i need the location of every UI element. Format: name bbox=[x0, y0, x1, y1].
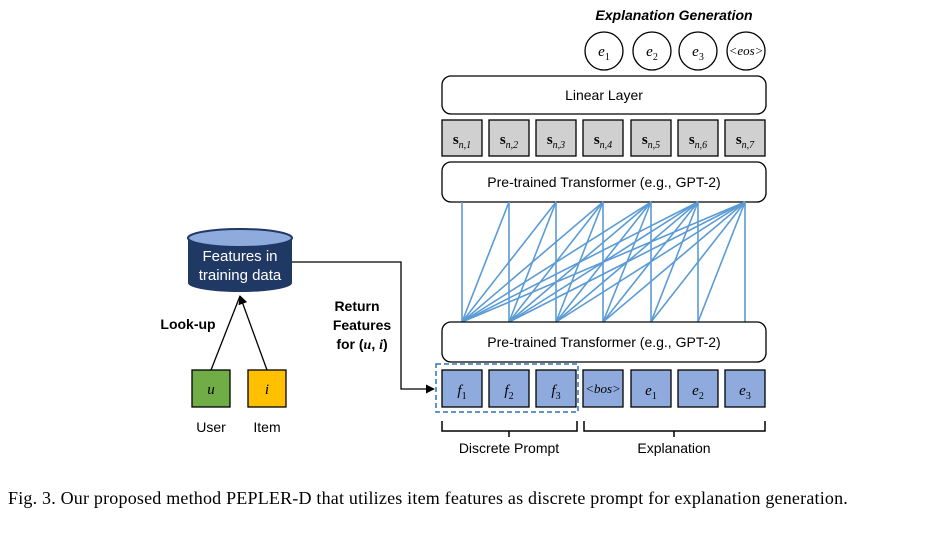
svg-text:Features in: Features in bbox=[202, 248, 277, 265]
svg-text:<bos>: <bos> bbox=[585, 381, 621, 396]
input-feature-token: f3 bbox=[535, 369, 577, 408]
attention-line bbox=[461, 201, 604, 323]
svg-text:f3: f3 bbox=[551, 383, 560, 402]
attention-line bbox=[602, 201, 746, 323]
attention-connections bbox=[461, 201, 746, 323]
input-explanation-token: e2 bbox=[677, 369, 719, 408]
svg-text:sn,1: sn,1 bbox=[453, 132, 471, 151]
hidden-state: sn,7 bbox=[724, 119, 766, 157]
svg-text:Return: Return bbox=[334, 298, 379, 314]
attention-line bbox=[461, 201, 746, 323]
output-tokens: e1 e2 e3 <eos> bbox=[584, 31, 766, 71]
feature-database: Features in training data bbox=[187, 228, 293, 292]
svg-text:Features: Features bbox=[333, 317, 392, 333]
user-label: User bbox=[196, 419, 226, 435]
linear-layer: Linear Layer bbox=[441, 75, 767, 115]
output-token-eos: <eos> bbox=[726, 31, 766, 71]
input-feature-token: f1 bbox=[441, 369, 483, 408]
lookup-label: Look-up bbox=[160, 316, 215, 332]
attention-line bbox=[461, 201, 699, 323]
attention-line bbox=[461, 201, 557, 323]
item-box: i bbox=[247, 369, 287, 408]
discrete-prompt-bracket bbox=[441, 421, 578, 437]
svg-text:sn,2: sn,2 bbox=[500, 132, 518, 151]
hidden-state: sn,1 bbox=[441, 119, 483, 157]
attention-line bbox=[508, 201, 746, 323]
svg-text:i: i bbox=[265, 382, 269, 398]
svg-text:e2: e2 bbox=[692, 383, 704, 402]
input-tokens: f1 f2 f3 <bos> e1 e2 e3 bbox=[441, 369, 766, 408]
svg-text:Linear Layer: Linear Layer bbox=[565, 87, 643, 103]
explanation-label: Explanation bbox=[637, 440, 710, 456]
svg-text:sn,6: sn,6 bbox=[689, 132, 707, 151]
return-features-arrow bbox=[292, 261, 435, 394]
input-explanation-token: e1 bbox=[630, 369, 672, 408]
svg-text:sn,3: sn,3 bbox=[547, 132, 565, 151]
discrete-prompt-frame bbox=[435, 363, 579, 413]
discrete-prompt-label: Discrete Prompt bbox=[459, 440, 559, 456]
svg-text:sn,7: sn,7 bbox=[736, 132, 755, 151]
explanation-generation-title: Explanation Generation bbox=[595, 7, 752, 23]
svg-text:sn,5: sn,5 bbox=[642, 132, 660, 151]
attention-line bbox=[555, 201, 746, 323]
svg-text:f2: f2 bbox=[504, 383, 513, 402]
hidden-state: sn,5 bbox=[630, 119, 672, 157]
transformer-top: Pre-trained Transformer (e.g., GPT-2) bbox=[441, 161, 767, 203]
hidden-state: sn,3 bbox=[535, 119, 577, 157]
svg-text:<eos>: <eos> bbox=[729, 43, 764, 58]
svg-text:e1: e1 bbox=[645, 383, 657, 402]
output-token: e1 bbox=[584, 31, 624, 71]
svg-text:u: u bbox=[207, 382, 215, 398]
attention-line bbox=[697, 201, 746, 323]
svg-text:training data: training data bbox=[199, 267, 282, 284]
svg-text:sn,4: sn,4 bbox=[594, 132, 612, 151]
transformer-bottom: Pre-trained Transformer (e.g., GPT-2) bbox=[441, 321, 767, 363]
svg-text:Pre-trained Transformer (e.g.,: Pre-trained Transformer (e.g., GPT-2) bbox=[487, 174, 720, 190]
input-feature-token: f2 bbox=[488, 369, 530, 408]
lookup-arrows bbox=[210, 295, 268, 371]
attention-line bbox=[461, 201, 652, 323]
input-explanation-token: e3 bbox=[724, 369, 766, 408]
hidden-state: sn,6 bbox=[677, 119, 719, 157]
output-token: e3 bbox=[678, 31, 718, 71]
user-box: u bbox=[191, 369, 231, 408]
item-label: Item bbox=[253, 419, 280, 435]
attention-line bbox=[650, 201, 746, 323]
svg-text:e3: e3 bbox=[739, 383, 751, 402]
figure-caption: Fig. 3. Our proposed method PEPLER-D tha… bbox=[8, 488, 849, 508]
input-bos-token: <bos> bbox=[582, 369, 624, 408]
svg-text:Pre-trained Transformer (e.g.,: Pre-trained Transformer (e.g., GPT-2) bbox=[487, 334, 720, 350]
hidden-states: sn,1 sn,2 sn,3 sn,4 sn,5 sn,6 sn,7 bbox=[441, 119, 766, 157]
hidden-state: sn,4 bbox=[582, 119, 624, 157]
hidden-state: sn,2 bbox=[488, 119, 530, 157]
svg-text:for (u, i): for (u, i) bbox=[336, 336, 387, 353]
explanation-bracket bbox=[583, 421, 766, 437]
svg-text:f1: f1 bbox=[457, 383, 466, 402]
svg-text:e3: e3 bbox=[692, 44, 704, 63]
svg-text:e1: e1 bbox=[598, 44, 610, 63]
return-features-label: Return Features for (u, i) bbox=[333, 298, 392, 353]
attention-line bbox=[461, 201, 510, 323]
output-token: e2 bbox=[632, 31, 672, 71]
svg-text:e2: e2 bbox=[646, 44, 658, 63]
